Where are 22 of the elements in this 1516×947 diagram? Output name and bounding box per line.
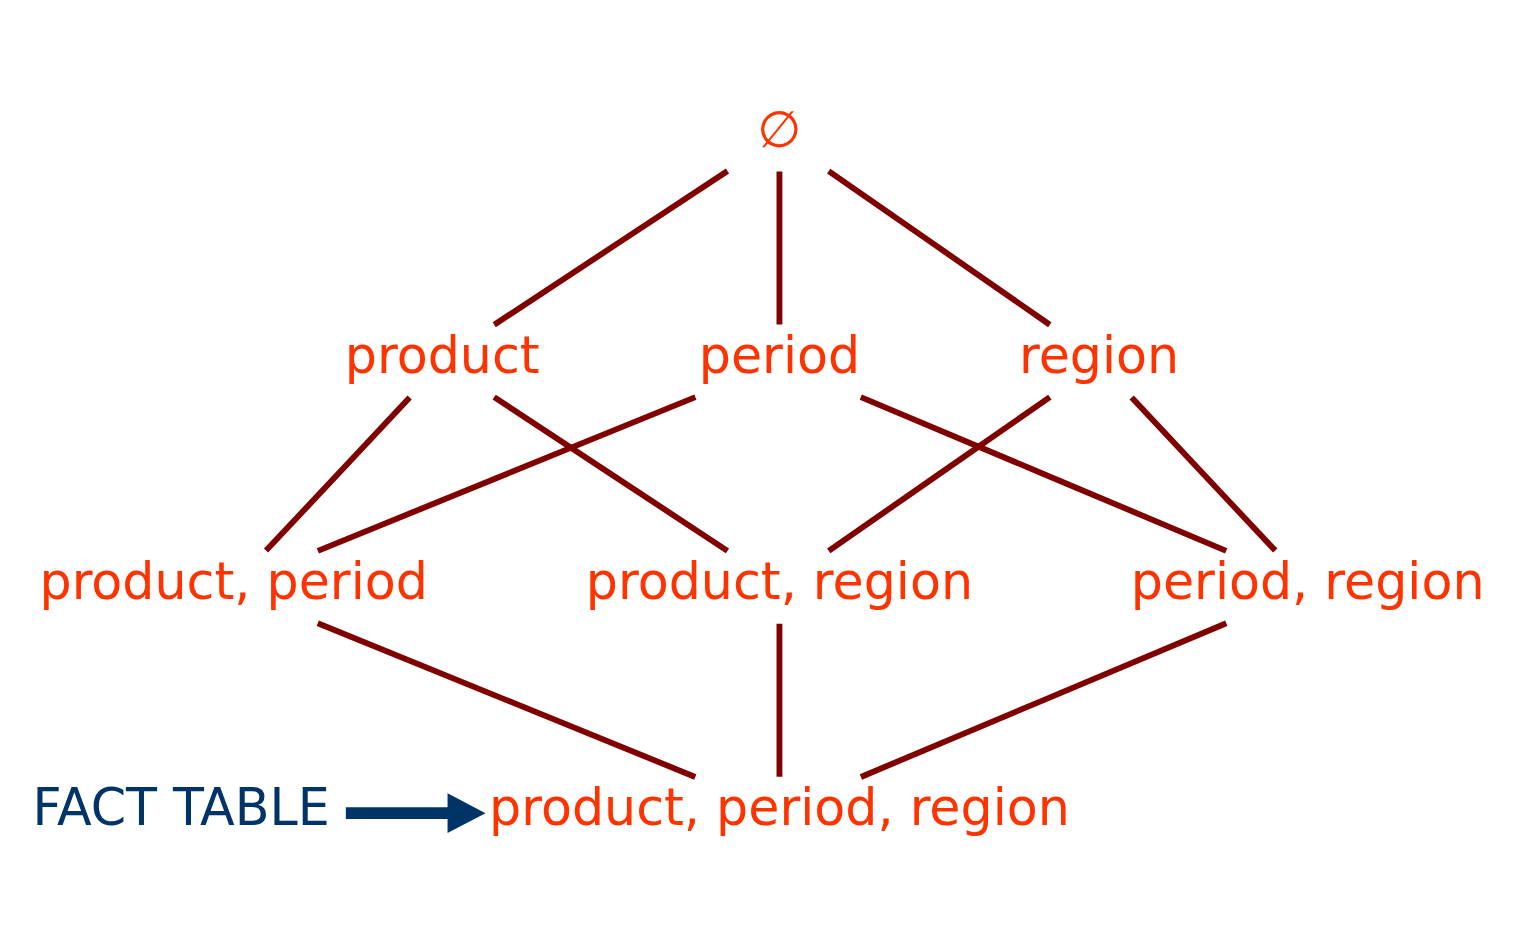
arrow bbox=[345, 792, 486, 833]
connector bbox=[492, 394, 730, 553]
connector bbox=[827, 394, 1052, 553]
connector bbox=[827, 168, 1052, 327]
node-text: product, period bbox=[39, 551, 428, 611]
node-text: product, period, region bbox=[489, 777, 1070, 837]
node-text: period, region bbox=[1130, 551, 1485, 611]
node-text: period bbox=[698, 325, 861, 385]
connector bbox=[263, 395, 412, 553]
node-text: ∅ bbox=[757, 99, 802, 159]
connector bbox=[316, 393, 697, 554]
connector bbox=[316, 620, 697, 780]
node-text: product, region bbox=[585, 551, 974, 611]
connector bbox=[859, 620, 1228, 780]
node-text: product bbox=[344, 325, 540, 385]
connector bbox=[859, 393, 1228, 554]
connector bbox=[1129, 395, 1278, 553]
node-text: FACT TABLE bbox=[32, 777, 330, 837]
connector bbox=[776, 623, 783, 777]
connector bbox=[776, 171, 783, 324]
connector bbox=[492, 168, 730, 327]
node-text: region bbox=[1018, 325, 1180, 385]
